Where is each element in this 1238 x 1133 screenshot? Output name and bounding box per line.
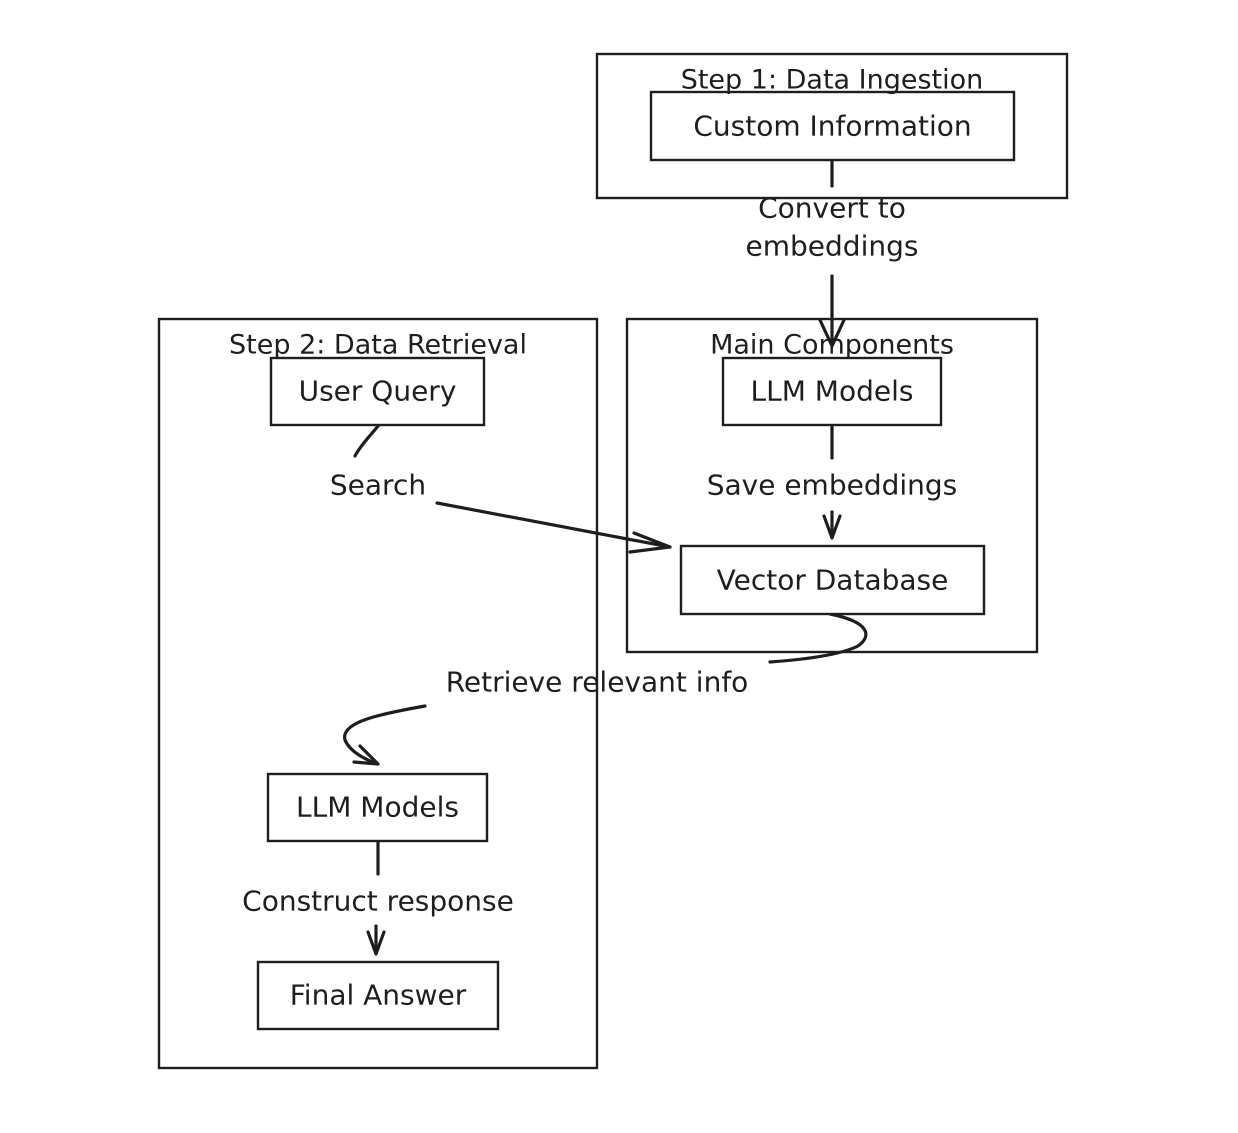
edge-label-search: Search: [330, 469, 426, 502]
edge-retrieve-line-top: [768, 612, 868, 664]
group-main-title: Main Components: [710, 330, 954, 361]
edge-label-construct: Construct response: [242, 885, 514, 918]
edge-label-convert-line2: embeddings: [746, 230, 919, 263]
node-vector-database-label: Vector Database: [717, 564, 949, 597]
edge-convert-arrowhead: [818, 318, 846, 348]
group-ingestion: [595, 52, 1069, 200]
edge-label-convert-line1: Convert to: [758, 192, 906, 225]
node-user-query-label: User Query: [299, 375, 457, 408]
node-vector-database-box: [679, 544, 986, 616]
node-user-query-box: [269, 356, 486, 427]
node-llm-models-main-label: LLM Models: [751, 375, 914, 408]
edge-label-save-embeddings: Save embeddings: [707, 469, 958, 502]
group-ingestion-title: Step 1: Data Ingestion: [681, 65, 984, 96]
node-llm-models-main[interactable]: LLM Models: [721, 356, 943, 427]
node-custom-information-box: [649, 90, 1016, 162]
group-retrieval-title: Step 2: Data Retrieval: [229, 330, 527, 361]
group-retrieval-frame: [157, 317, 599, 1070]
group-retrieval: [157, 317, 599, 1070]
edge-search-arrowhead: [628, 531, 672, 554]
node-llm-models-main-box: [721, 356, 943, 427]
node-final-answer-label: Final Answer: [290, 979, 467, 1012]
node-custom-information-label: Custom Information: [693, 110, 971, 143]
node-llm-models-retrieval-label: LLM Models: [296, 791, 459, 824]
edge-construct-arrowhead: [366, 930, 386, 956]
edge-search-line-bottom: [435, 501, 672, 549]
edge-retrieve-line-bottom: [343, 704, 427, 766]
node-vector-database[interactable]: Vector Database: [679, 544, 986, 616]
edge-label-retrieve: Retrieve relevant info: [446, 666, 749, 699]
node-final-answer[interactable]: Final Answer: [256, 960, 500, 1031]
node-final-answer-box: [256, 960, 500, 1031]
edge-save-arrowhead: [822, 514, 842, 540]
node-custom-information[interactable]: Custom Information: [649, 90, 1016, 162]
node-user-query[interactable]: User Query: [269, 356, 486, 427]
node-llm-models-retrieval[interactable]: LLM Models: [266, 772, 489, 843]
edge-search-line-top: [353, 424, 380, 458]
group-ingestion-frame: [595, 52, 1069, 200]
edge-retrieve-arrowhead: [352, 744, 380, 766]
node-llm-models-retrieval-box: [266, 772, 489, 843]
